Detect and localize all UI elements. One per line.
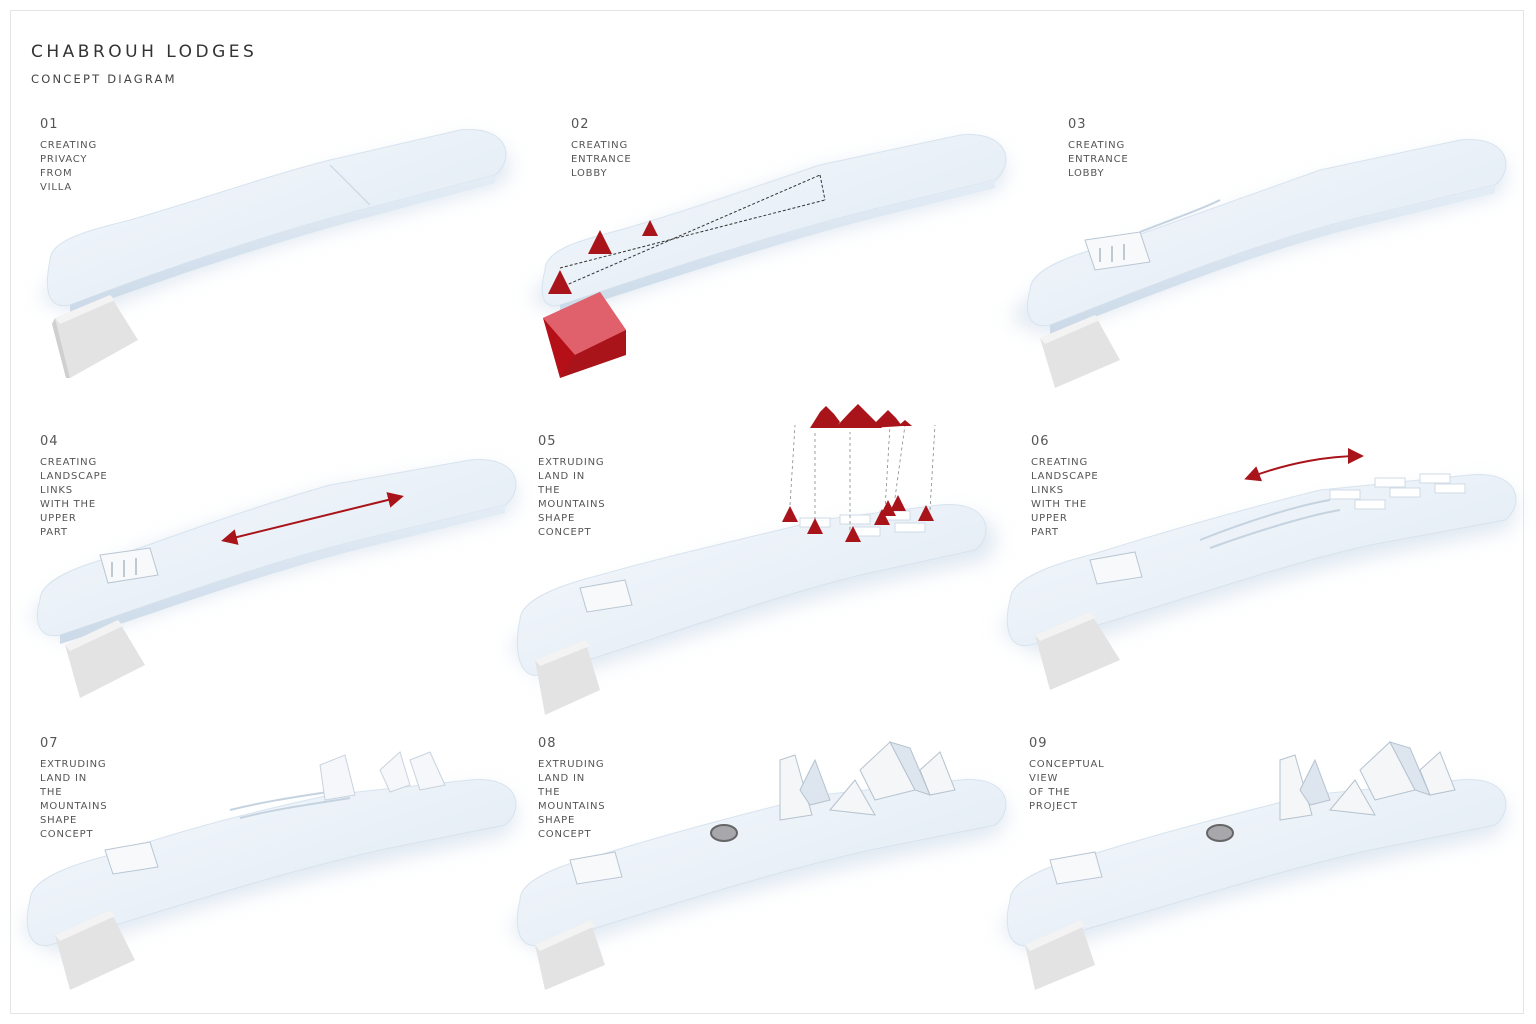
step-caption: CREATING ENTRANCE LOBBY (1068, 140, 1129, 179)
page-subtitle: CONCEPT DIAGRAM (31, 72, 177, 86)
step-number: 07 (40, 736, 59, 751)
step-number: 01 (40, 117, 59, 132)
step-number: 06 (1031, 434, 1050, 449)
step-number: 05 (538, 434, 557, 449)
mountain-lodges (779, 741, 956, 821)
step-caption: EXTRUDING LAND IN THE MOUNTAINS SHAPE CO… (538, 759, 606, 840)
step-caption: CREATING LANDSCAPE LINKS WITH THE UPPER … (1031, 457, 1099, 538)
link-arrow (221, 492, 404, 545)
step-caption: CREATING LANDSCAPE LINKS WITH THE UPPER … (40, 457, 108, 538)
mountain-lodges (1279, 741, 1456, 821)
step-number: 03 (1068, 117, 1087, 132)
step-caption: EXTRUDING LAND IN THE MOUNTAINS SHAPE CO… (40, 759, 108, 840)
step-caption: CONCEPTUAL VIEW OF THE PROJECT (1029, 759, 1105, 812)
circular-opening (710, 824, 738, 842)
step-number: 02 (571, 117, 590, 132)
step-number: 08 (538, 736, 557, 751)
link-arrow (1244, 448, 1364, 482)
circular-opening (1206, 824, 1234, 842)
step-caption: CREATING PRIVACY FROM VILLA (40, 140, 98, 193)
mountain-shape-group (810, 404, 912, 428)
step-number: 09 (1029, 736, 1048, 751)
page-title: CHABROUH LODGES (31, 42, 258, 62)
step-caption: EXTRUDING LAND IN THE MOUNTAINS SHAPE CO… (538, 457, 606, 538)
mountain-shape-group (319, 751, 446, 801)
step-number: 04 (40, 434, 59, 449)
step-caption: CREATING ENTRANCE LOBBY (571, 140, 632, 179)
